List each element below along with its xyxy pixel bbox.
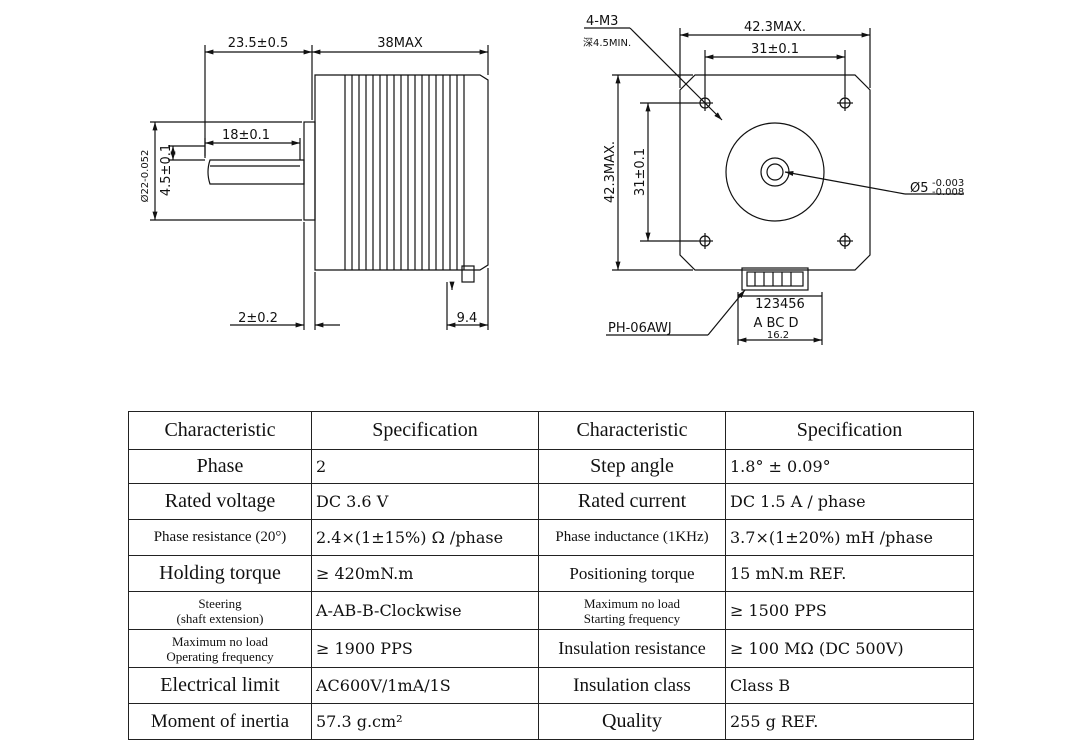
specification-cell: 1.8° ± 0.09° bbox=[725, 449, 974, 484]
characteristic-cell: Holding torque bbox=[128, 555, 312, 592]
specification-cell: ≥ 1500 PPS bbox=[725, 591, 974, 630]
dim-boss-diameter: Ø22-0.052 bbox=[139, 150, 151, 203]
dim-boss-height: 2±0.2 bbox=[238, 311, 278, 326]
dim-shaft-length: 23.5±0.5 bbox=[228, 36, 289, 51]
holes-depth: 深4.5MIN. bbox=[583, 37, 631, 49]
specification-table: Characteristic Specification Characteris… bbox=[128, 411, 974, 740]
dim-hole-spacing-y: 31±0.1 bbox=[633, 148, 648, 196]
specification-cell: A-AB-B-Clockwise bbox=[311, 591, 539, 630]
table-row: Electrical limit AC600V/1mA/1S Insulatio… bbox=[128, 667, 974, 704]
dim-connector-offset: 9.4 bbox=[457, 311, 478, 326]
stepper-motor-dimension-drawing: 23.5±0.5 38MAX 18±0.1 4.5±0.1 Ø22-0.052 … bbox=[139, 14, 964, 345]
characteristic-cell: Rated current bbox=[538, 483, 726, 520]
specification-cell: DC 1.5 A / phase bbox=[725, 483, 974, 520]
characteristic-cell: Electrical limit bbox=[128, 667, 312, 704]
connector-width: 16.2 bbox=[767, 330, 789, 341]
table-row: Rated voltage DC 3.6 V Rated current DC … bbox=[128, 483, 974, 520]
specification-cell: 3.7×(1±20%) mH /phase bbox=[725, 519, 974, 556]
header-characteristic: Characteristic bbox=[538, 411, 726, 450]
characteristic-cell: Quality bbox=[538, 703, 726, 740]
characteristic-cell: Positioning torque bbox=[538, 555, 726, 592]
specification-cell: ≥ 1900 PPS bbox=[311, 629, 539, 668]
characteristic-cell: Rated voltage bbox=[128, 483, 312, 520]
table-row: Moment of inertia 57.3 g.cm² Quality 255… bbox=[128, 703, 974, 740]
specification-cell: 57.3 g.cm² bbox=[311, 703, 539, 740]
dim-flat-depth: 4.5±0.1 bbox=[159, 144, 174, 196]
side-view bbox=[150, 45, 489, 330]
characteristic-line: Steering(shaft extension) bbox=[176, 595, 264, 626]
connector-phases: A BC D bbox=[754, 316, 799, 331]
characteristic-cell: Steering(shaft extension) bbox=[128, 591, 312, 630]
specification-cell: AC600V/1mA/1S bbox=[311, 667, 539, 704]
characteristic-cell: Phase bbox=[128, 449, 312, 484]
table-row: Holding torque ≥ 420mN.m Positioning tor… bbox=[128, 555, 974, 592]
specification-cell: ≥ 100 MΩ (DC 500V) bbox=[725, 629, 974, 668]
characteristic-cell: Phase resistance (20°) bbox=[128, 519, 312, 556]
specification-cell: Class B bbox=[725, 667, 974, 704]
dim-body-length: 38MAX bbox=[377, 36, 423, 51]
specification-cell: DC 3.6 V bbox=[311, 483, 539, 520]
dim-height: 42.3MAX. bbox=[603, 141, 618, 203]
header-specification: Specification bbox=[725, 411, 974, 450]
connector-pins: 123456 bbox=[755, 297, 805, 312]
shaft-tol-upper: -0.003 bbox=[932, 178, 964, 189]
specification-cell: ≥ 420mN.m bbox=[311, 555, 539, 592]
holes-label: 4-M3 bbox=[586, 14, 618, 29]
connector-model: PH-06AWJ bbox=[608, 321, 672, 336]
characteristic-cell: Step angle bbox=[538, 449, 726, 484]
specification-cell: 2.4×(1±15%) Ω /phase bbox=[311, 519, 539, 556]
side-view-labels: 23.5±0.5 38MAX 18±0.1 4.5±0.1 Ø22-0.052 … bbox=[139, 36, 477, 326]
table-row: Steering(shaft extension) A-AB-B-Clockwi… bbox=[128, 591, 974, 630]
shaft-tol-lower: -0.008 bbox=[932, 187, 964, 198]
table-row: Phase resistance (20°) 2.4×(1±15%) Ω /ph… bbox=[128, 519, 974, 556]
characteristic-cell: Moment of inertia bbox=[128, 703, 312, 740]
header-specification: Specification bbox=[311, 411, 539, 450]
dim-hole-spacing-x: 31±0.1 bbox=[751, 42, 799, 57]
specification-cell: 255 g REF. bbox=[725, 703, 974, 740]
shaft-diameter: Ø5 bbox=[910, 181, 929, 196]
front-view bbox=[584, 27, 964, 345]
dim-flat-length: 18±0.1 bbox=[222, 128, 270, 143]
header-characteristic: Characteristic bbox=[128, 411, 312, 450]
dim-width: 42.3MAX. bbox=[744, 20, 806, 35]
table-row: Phase 2 Step angle 1.8° ± 0.09° bbox=[128, 449, 974, 484]
front-view-labels: 4-M3 深4.5MIN. 42.3MAX. 31±0.1 42.3MAX. 3… bbox=[583, 14, 964, 341]
table-header-row: Characteristic Specification Characteris… bbox=[128, 411, 974, 450]
characteristic-cell: Insulation resistance bbox=[538, 629, 726, 668]
specification-cell: 15 mN.m REF. bbox=[725, 555, 974, 592]
specification-cell: 2 bbox=[311, 449, 539, 484]
characteristic-cell: Phase inductance (1KHz) bbox=[538, 519, 726, 556]
characteristic-cell: Insulation class bbox=[538, 667, 726, 704]
